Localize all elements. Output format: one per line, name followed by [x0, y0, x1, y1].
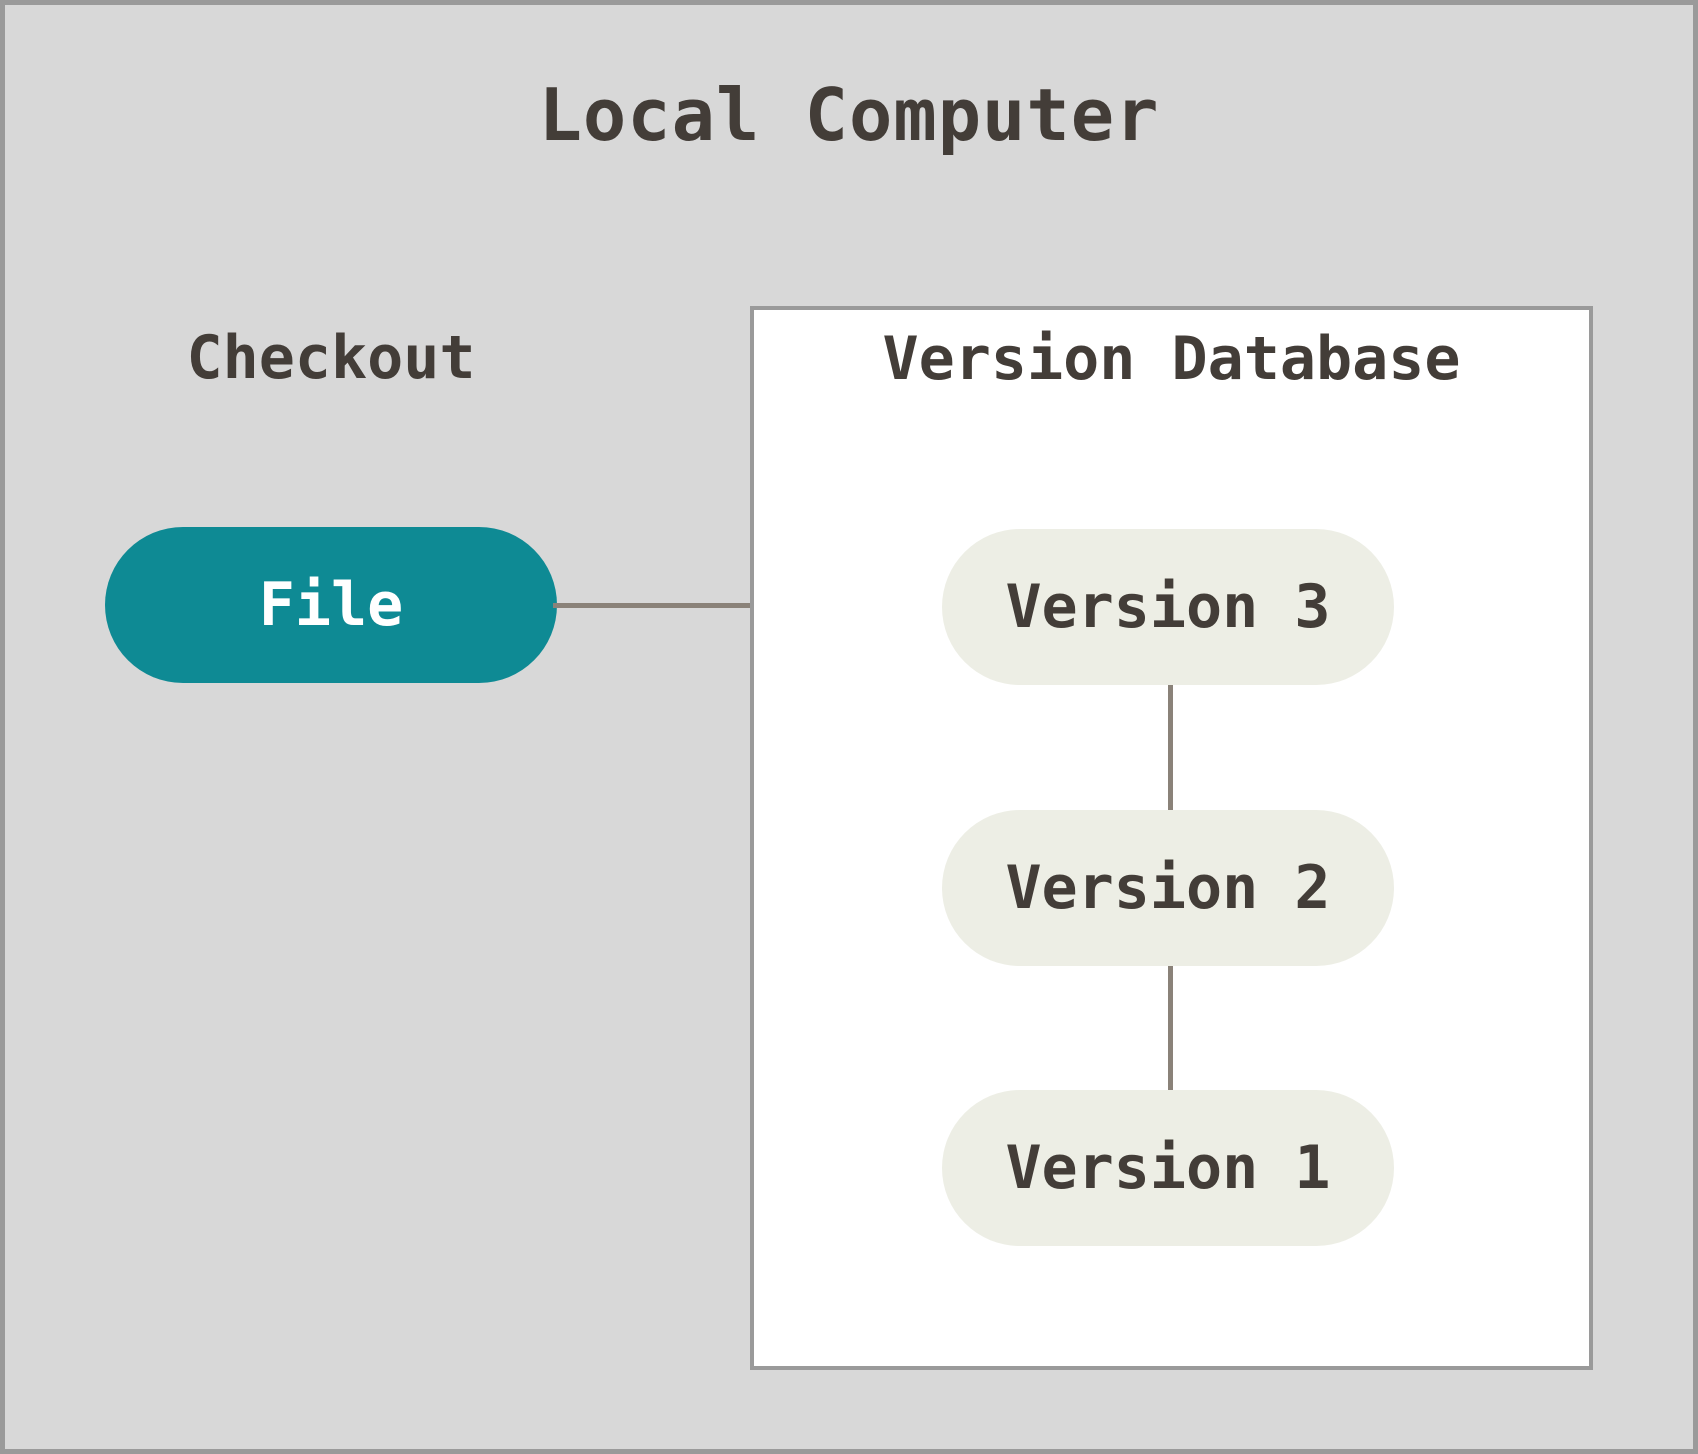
checkout-label: Checkout [186, 323, 476, 393]
connector-file-to-version3 [553, 603, 945, 608]
connector-version2-to-version1 [1168, 966, 1173, 1090]
connector-version3-to-version2 [1168, 685, 1173, 810]
version-2-node: Version 2 [942, 810, 1394, 966]
version-database-title: Version Database [882, 324, 1461, 394]
diagram-title: Local Computer [538, 73, 1160, 157]
file-node: File [105, 527, 557, 683]
version-1-node: Version 1 [942, 1090, 1394, 1246]
version-3-node: Version 3 [942, 529, 1394, 685]
version-database-box: Version Database Version 3 Version 2 Ver… [750, 306, 1593, 1370]
